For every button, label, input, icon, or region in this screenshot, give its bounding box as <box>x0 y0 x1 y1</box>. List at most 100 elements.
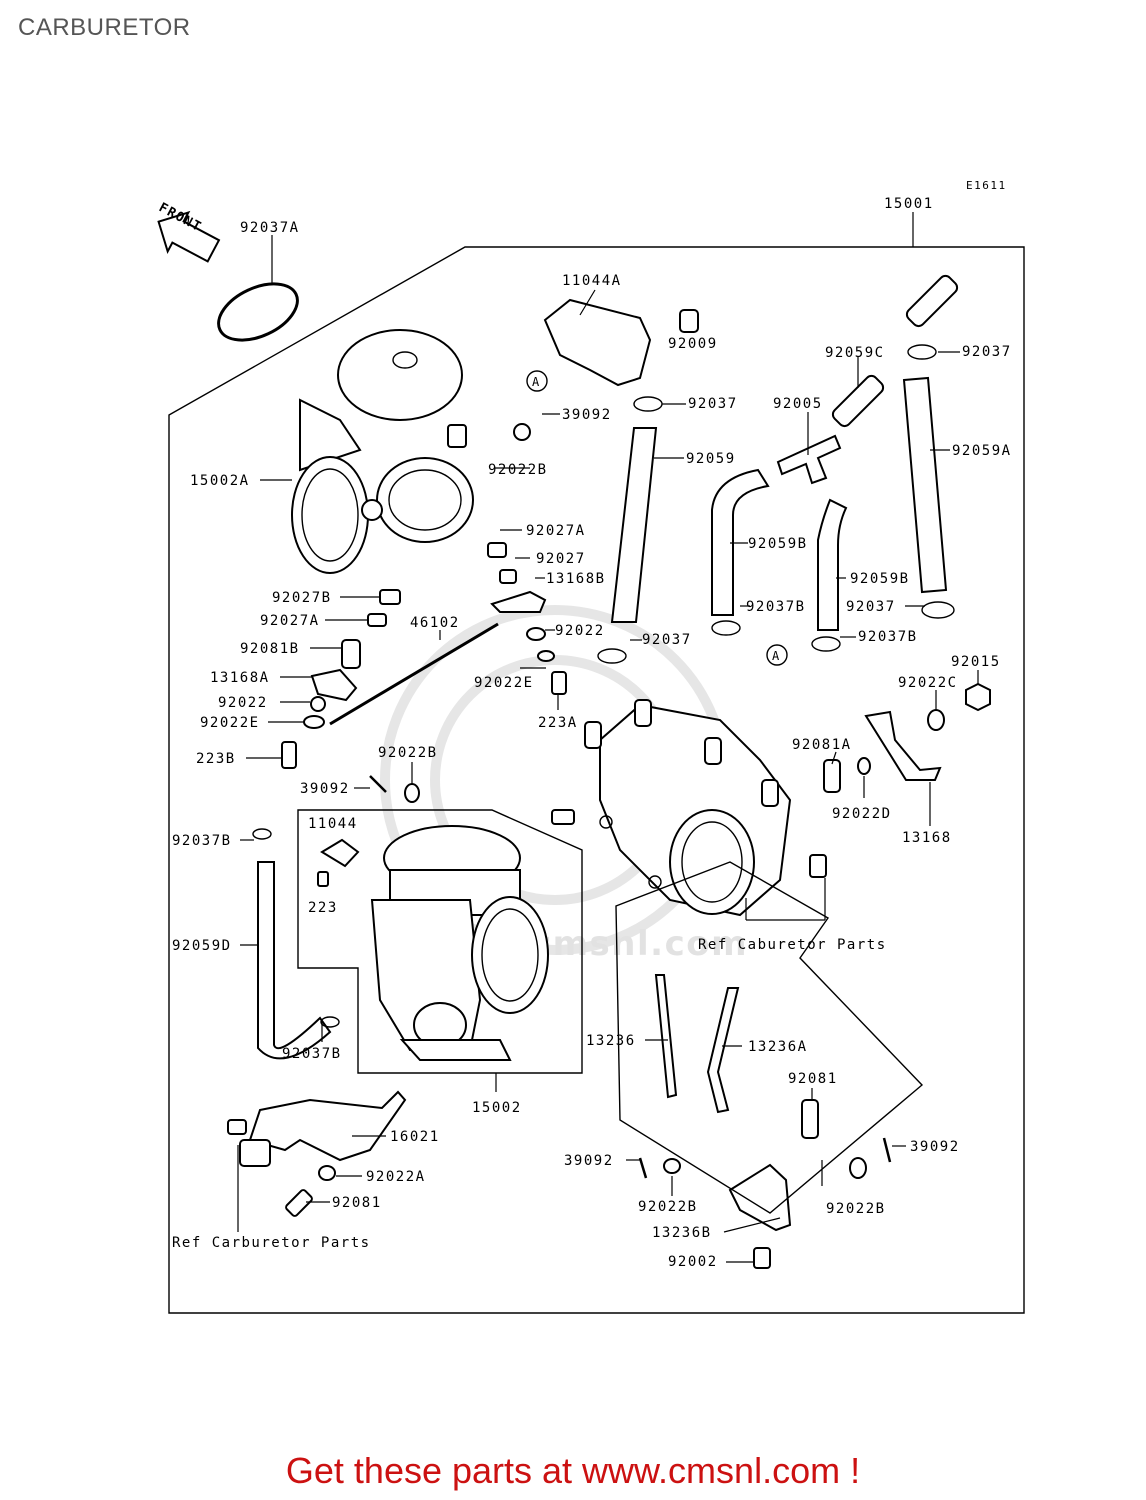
marker-a-2 <box>766 644 788 666</box>
parts-diagram: www.cmsnl.com FRONT E1611 <box>156 179 1025 1314</box>
callout-92081b: 92081B <box>240 641 300 657</box>
spring-92081b <box>341 639 361 669</box>
callout-13168a: 13168A <box>210 670 270 686</box>
assembly-frame <box>168 246 1025 1314</box>
clip-92037-a <box>633 396 663 412</box>
callout-39092-b: 39092 <box>564 1153 614 1169</box>
carburetor-lower <box>370 825 549 1061</box>
carburetor-upper <box>291 329 474 574</box>
callout-92005: 92005 <box>773 396 823 412</box>
callout-223b: 223B <box>196 751 236 767</box>
callout-92027a-1: 92027A <box>526 523 586 539</box>
cap-92027a <box>487 542 507 558</box>
callout-92059b-1: 92059B <box>748 536 808 552</box>
callout-92022a: 92022A <box>366 1169 426 1185</box>
callout-92037b-1: 92037B <box>746 599 806 615</box>
callout-92015: 92015 <box>951 654 1001 670</box>
plate-13168a <box>310 668 358 702</box>
callout-15001: 15001 <box>884 196 934 212</box>
callout-92022b-b2: 92022B <box>826 1201 886 1217</box>
callout-46102: 46102 <box>410 615 460 631</box>
callout-92037-r: 92037 <box>846 599 896 615</box>
marker-a-1-label: A <box>532 375 540 389</box>
screw-223 <box>317 871 329 887</box>
screw-left-mid <box>551 809 575 825</box>
marker-a-1 <box>526 370 548 392</box>
link-13236a <box>706 987 740 1114</box>
rod-46102 <box>329 622 499 726</box>
clip-92037-mid <box>597 648 627 664</box>
ref-carburetor-parts: Ref Carburetor Parts <box>172 1235 371 1251</box>
hose-top <box>905 274 959 328</box>
callout-92022b-mid: 92022B <box>378 745 438 761</box>
callout-92059a: 92059A <box>952 443 1012 459</box>
clip-92037b-1 <box>711 620 741 636</box>
screw-223a <box>551 671 567 695</box>
washer-92022-l <box>310 696 326 712</box>
callout-92059d: 92059D <box>172 938 232 954</box>
callout-92027b: 92027B <box>272 590 332 606</box>
page-title: CARBURETOR <box>18 14 191 41</box>
callout-92081-l: 92081 <box>332 1195 382 1211</box>
leader-lines <box>237 212 979 1263</box>
callout-92022e-mid: 92022E <box>474 675 534 691</box>
carburetor-right <box>584 699 792 917</box>
washer-92022d <box>857 757 871 775</box>
screw-right <box>809 854 827 878</box>
throttle-link-frame <box>615 861 924 1214</box>
callout-92059c: 92059C <box>825 345 885 361</box>
clip-92037-r <box>921 601 955 619</box>
washer-92022b-mid <box>404 783 420 803</box>
callout-92081-r: 92081 <box>788 1071 838 1087</box>
clip-92037-tr <box>907 344 937 360</box>
callout-13236: 13236 <box>586 1033 636 1049</box>
lever-13236b <box>728 1163 792 1232</box>
throttle-arm-16021 <box>239 1090 407 1167</box>
hose-92059 <box>610 427 658 623</box>
footer-link[interactable]: Get these parts at www.cmsnl.com ! <box>285 1450 861 1491</box>
callout-39092-top: 39092 <box>562 407 612 423</box>
callout-92037b-l: 92037B <box>172 833 232 849</box>
hose-92059b-1 <box>711 468 770 616</box>
bracket-11044 <box>320 838 360 868</box>
washer-92022c <box>927 709 945 731</box>
hose-92059d <box>257 861 332 1060</box>
bracket-13168 <box>864 710 942 781</box>
plate-13168b <box>490 590 547 613</box>
callout-92037-mid: 92037 <box>642 632 692 648</box>
t-joint-92005 <box>776 434 842 485</box>
callout-92002: 92002 <box>668 1254 718 1270</box>
callout-92022-mid: 92022 <box>555 623 605 639</box>
callout-92022d: 92022D <box>832 806 892 822</box>
callout-15002a: 15002A <box>190 473 250 489</box>
spring-92081a <box>823 759 841 793</box>
screw-223b <box>281 741 297 769</box>
callout-92022e-l: 92022E <box>200 715 260 731</box>
nut-92015 <box>965 682 991 712</box>
callout-13236b: 13236B <box>652 1225 712 1241</box>
screw-16021 <box>227 1119 247 1135</box>
hose-92059c <box>831 374 885 428</box>
callout-92037b-2: 92037B <box>858 629 918 645</box>
callout-92037b-b: 92037B <box>282 1046 342 1062</box>
spring-92081-l <box>285 1189 313 1217</box>
callout-13168: 13168 <box>902 830 952 846</box>
lower-carburetor-frame <box>297 809 583 1074</box>
callout-92037-a: 92037 <box>688 396 738 412</box>
callout-92081a: 92081A <box>792 737 852 753</box>
clip-92037b-l <box>252 828 272 840</box>
hose-92059b-2 <box>817 498 848 631</box>
callout-92022-l: 92022 <box>218 695 268 711</box>
ref-caburetor-parts: Ref Caburetor Parts <box>698 937 887 953</box>
clip-92037b-2 <box>811 636 841 652</box>
cap-92027 <box>499 569 517 584</box>
hose-92059a <box>902 376 948 594</box>
callout-16021: 16021 <box>390 1129 440 1145</box>
clip-92037b-b <box>320 1016 340 1028</box>
callout-92059: 92059 <box>686 451 736 467</box>
washer-92022a <box>318 1165 336 1181</box>
cap-92027a-2 <box>367 613 387 627</box>
callout-39092-mid: 39092 <box>300 781 350 797</box>
link-13236 <box>654 974 678 1099</box>
callout-92022b-b1: 92022B <box>638 1199 698 1215</box>
